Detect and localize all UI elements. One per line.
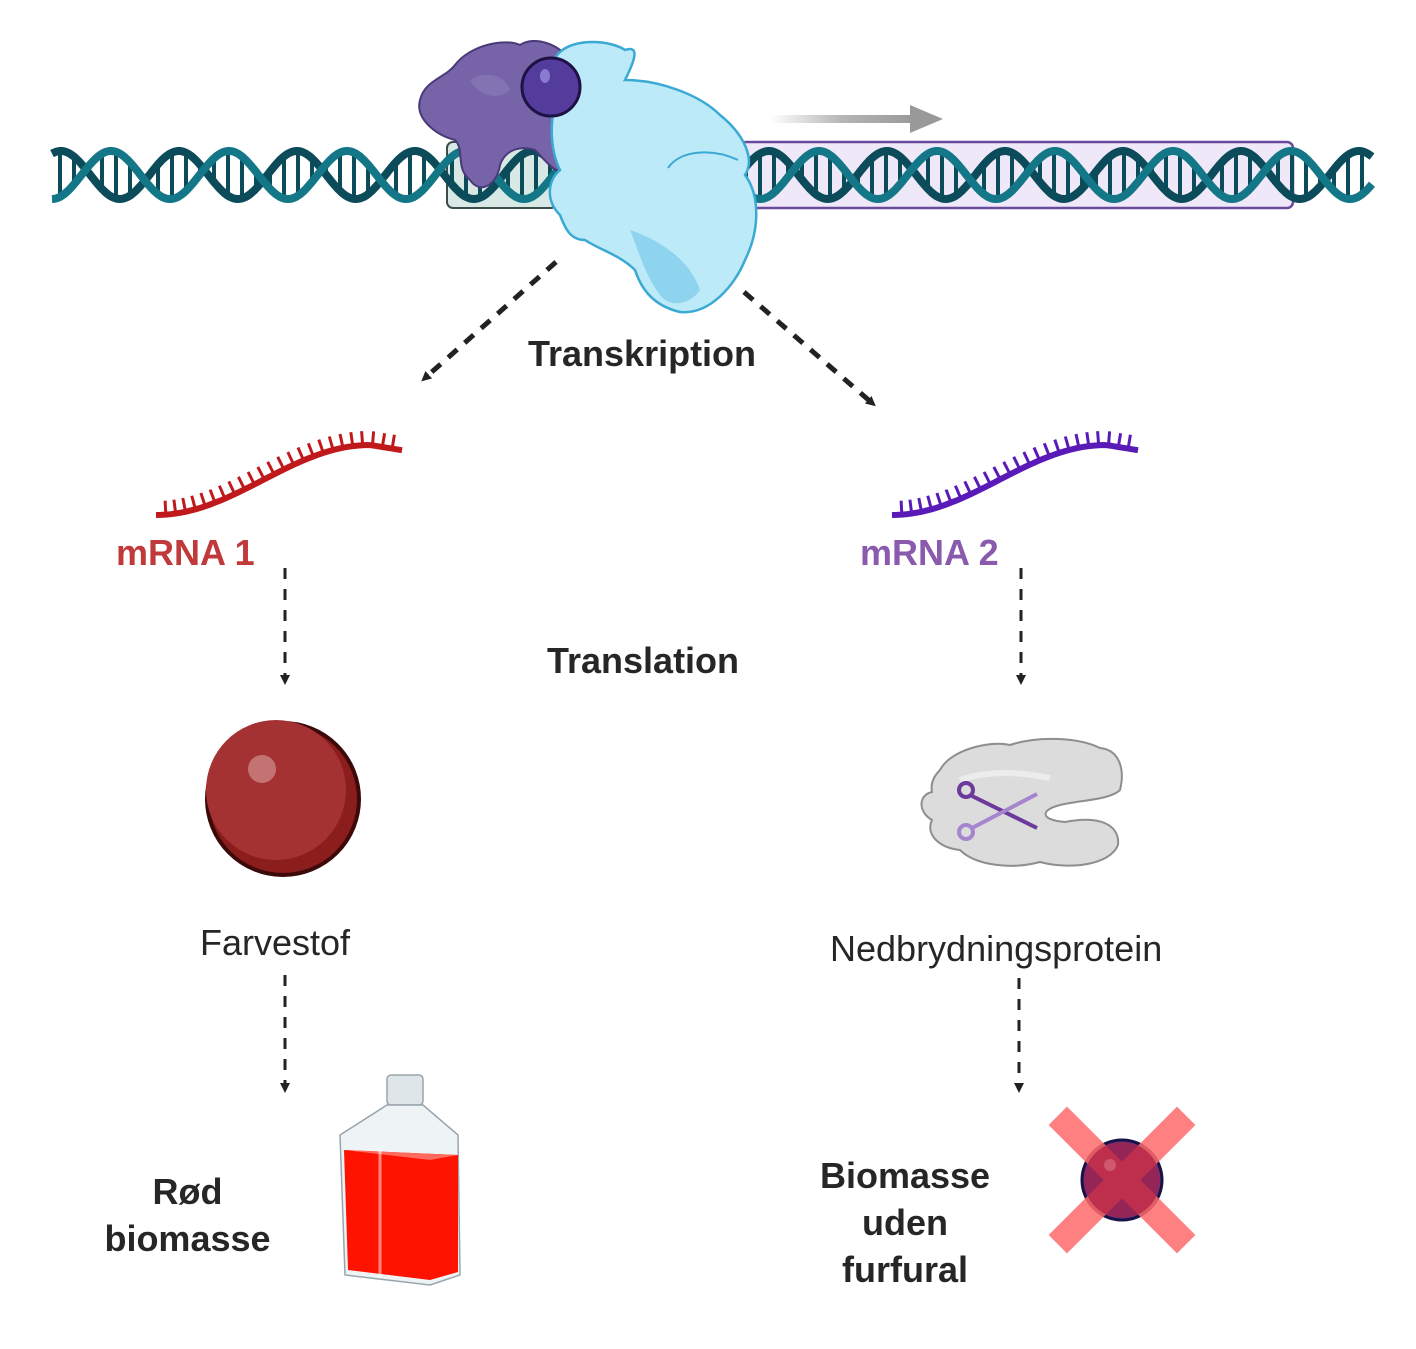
mrna-base — [190, 495, 197, 510]
mrna-base — [286, 451, 296, 466]
mrna-base — [246, 471, 256, 486]
mrna2-label: mRNA 2 — [860, 532, 999, 573]
mrna-base — [992, 466, 1002, 481]
mrna-base — [163, 500, 168, 515]
mrna-base — [380, 432, 387, 448]
red-biomass-line2: biomasse — [104, 1218, 271, 1259]
mrna-base — [1022, 451, 1032, 466]
mrna-base — [256, 466, 266, 481]
red-biomass-line1: Rød — [152, 1171, 223, 1212]
mrna-base — [1002, 461, 1012, 475]
mrna2-strand-icon — [891, 431, 1139, 518]
rna-polymerase-icon — [548, 40, 758, 314]
transcription-label: Transkription — [528, 333, 757, 374]
mrna-base — [218, 485, 227, 500]
mrna-base — [276, 456, 286, 471]
mrna-base — [370, 431, 376, 446]
mrna-base — [1096, 431, 1101, 446]
mrna1-label: mRNA 1 — [116, 532, 255, 573]
mrna-base — [926, 495, 933, 510]
mrna-base — [973, 476, 982, 491]
transcription-direction-arrow — [770, 105, 943, 133]
mrna-base — [181, 497, 187, 513]
mrna-base — [227, 480, 237, 495]
mrna-base — [954, 485, 963, 500]
mrna-base — [360, 431, 365, 446]
mrna-backbone — [155, 441, 403, 518]
mrna-backbone — [891, 441, 1139, 518]
degradation-protein-label: Nedbrydningsprotein — [830, 928, 1163, 969]
mrna-base — [237, 476, 246, 491]
culture-flask-icon — [339, 1074, 461, 1286]
mrna-base — [1126, 434, 1132, 449]
mrna-base — [917, 497, 923, 513]
red-biomass-label: Rød biomasse — [90, 1168, 285, 1262]
mrna-base — [982, 471, 992, 486]
mrna-base — [935, 492, 943, 507]
mrna-base — [1063, 436, 1071, 451]
mrna-base — [338, 433, 345, 449]
mrna-base — [1053, 439, 1061, 454]
mrna-base — [908, 499, 914, 514]
mrna-base — [899, 500, 904, 515]
transcription-arrow-left — [421, 260, 558, 382]
scissors-icon — [957, 781, 1038, 841]
biomass-without-furfural-label: Biomasse uden furfural — [805, 1152, 1005, 1293]
ligand-sphere-icon — [520, 56, 582, 118]
mrna-base — [349, 431, 355, 447]
mrna-base — [199, 492, 207, 507]
mrna-base — [172, 499, 178, 514]
biomass-without-furfural-line1: Biomasse — [819, 1155, 991, 1196]
mrna-base — [1074, 433, 1081, 449]
dye-label: Farvestof — [200, 922, 351, 963]
mrna-base — [296, 446, 305, 461]
translation-label: Translation — [547, 640, 740, 681]
mrna-base — [963, 480, 973, 495]
mrna-base — [208, 489, 217, 504]
mrna-base — [1116, 432, 1123, 448]
mrna-base — [1042, 442, 1051, 457]
dye-sphere-icon — [205, 720, 361, 877]
mrna1-strand-icon — [155, 431, 403, 518]
mrna-base — [1106, 431, 1112, 446]
transcription-arrow-right — [742, 290, 876, 407]
mrna-base — [317, 439, 325, 454]
biomass-without-furfural-line3: furfural — [842, 1249, 968, 1290]
mrna-base — [1085, 431, 1091, 447]
mrna-base — [1032, 446, 1041, 461]
crossed-out-biomass-icon — [1048, 1106, 1196, 1254]
biomass-without-furfural-line2: uden — [862, 1202, 948, 1243]
mrna-base — [266, 461, 276, 475]
mrna-base — [1012, 456, 1022, 471]
mrna-base — [944, 489, 953, 504]
mrna-base — [327, 436, 335, 451]
mrna-base — [306, 442, 315, 457]
mrna-base — [390, 434, 396, 449]
